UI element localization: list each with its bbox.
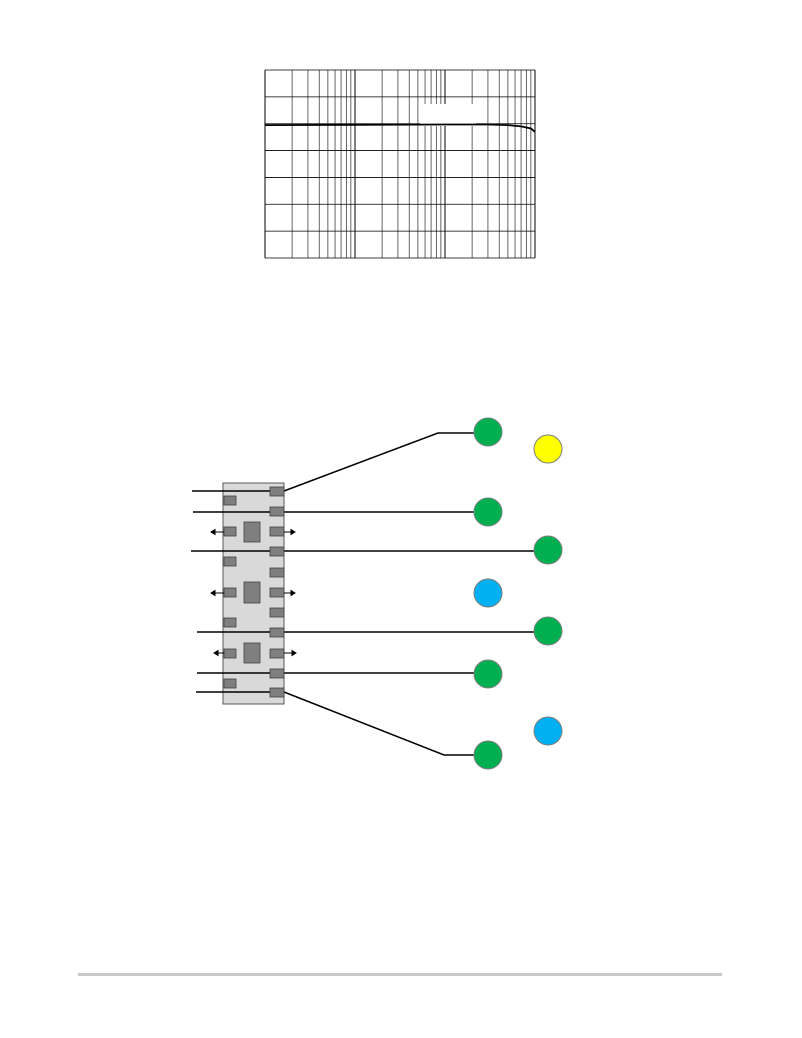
- left-leads: [191, 490, 284, 693]
- pin: [269, 607, 285, 618]
- pin: [223, 617, 237, 628]
- test-pad-yellow: [533, 434, 563, 464]
- test-pad-green: [533, 616, 563, 646]
- pin: [223, 526, 237, 537]
- test-pad-green: [473, 740, 503, 770]
- arrow-indicators: [210, 528, 297, 657]
- pin: [269, 587, 285, 598]
- package-pins: [223, 486, 285, 698]
- test-pad-blue: [473, 578, 503, 608]
- trace-6: [283, 691, 476, 756]
- pin: [269, 486, 285, 497]
- pin: [269, 668, 285, 679]
- pin: [269, 506, 285, 517]
- pin: [223, 587, 237, 598]
- pin: [269, 687, 285, 698]
- die-pad-2: [243, 581, 261, 604]
- frequency-response-chart: [264, 69, 536, 259]
- pin: [223, 495, 237, 506]
- trace-1: [283, 432, 476, 492]
- test-pad-blue: [533, 716, 563, 746]
- pin: [269, 567, 285, 578]
- series-line: [264, 123, 536, 133]
- pin: [269, 546, 285, 557]
- test-pads: [473, 417, 563, 770]
- pin: [223, 556, 237, 567]
- chart-grid: [264, 69, 536, 259]
- die-pad-3: [243, 642, 261, 664]
- pin: [223, 648, 237, 659]
- pin: [269, 627, 285, 638]
- die-pad-1: [243, 521, 261, 543]
- pin: [223, 678, 237, 689]
- die-pads: [243, 521, 261, 664]
- test-pad-green: [473, 659, 503, 689]
- pin: [269, 648, 285, 659]
- traces: [283, 432, 535, 756]
- legend-cutout: [420, 104, 476, 126]
- test-pad-green: [473, 497, 503, 527]
- footer-rule: [78, 973, 722, 976]
- test-pad-green: [473, 417, 503, 447]
- test-pad-green: [533, 535, 563, 565]
- pin: [269, 526, 285, 537]
